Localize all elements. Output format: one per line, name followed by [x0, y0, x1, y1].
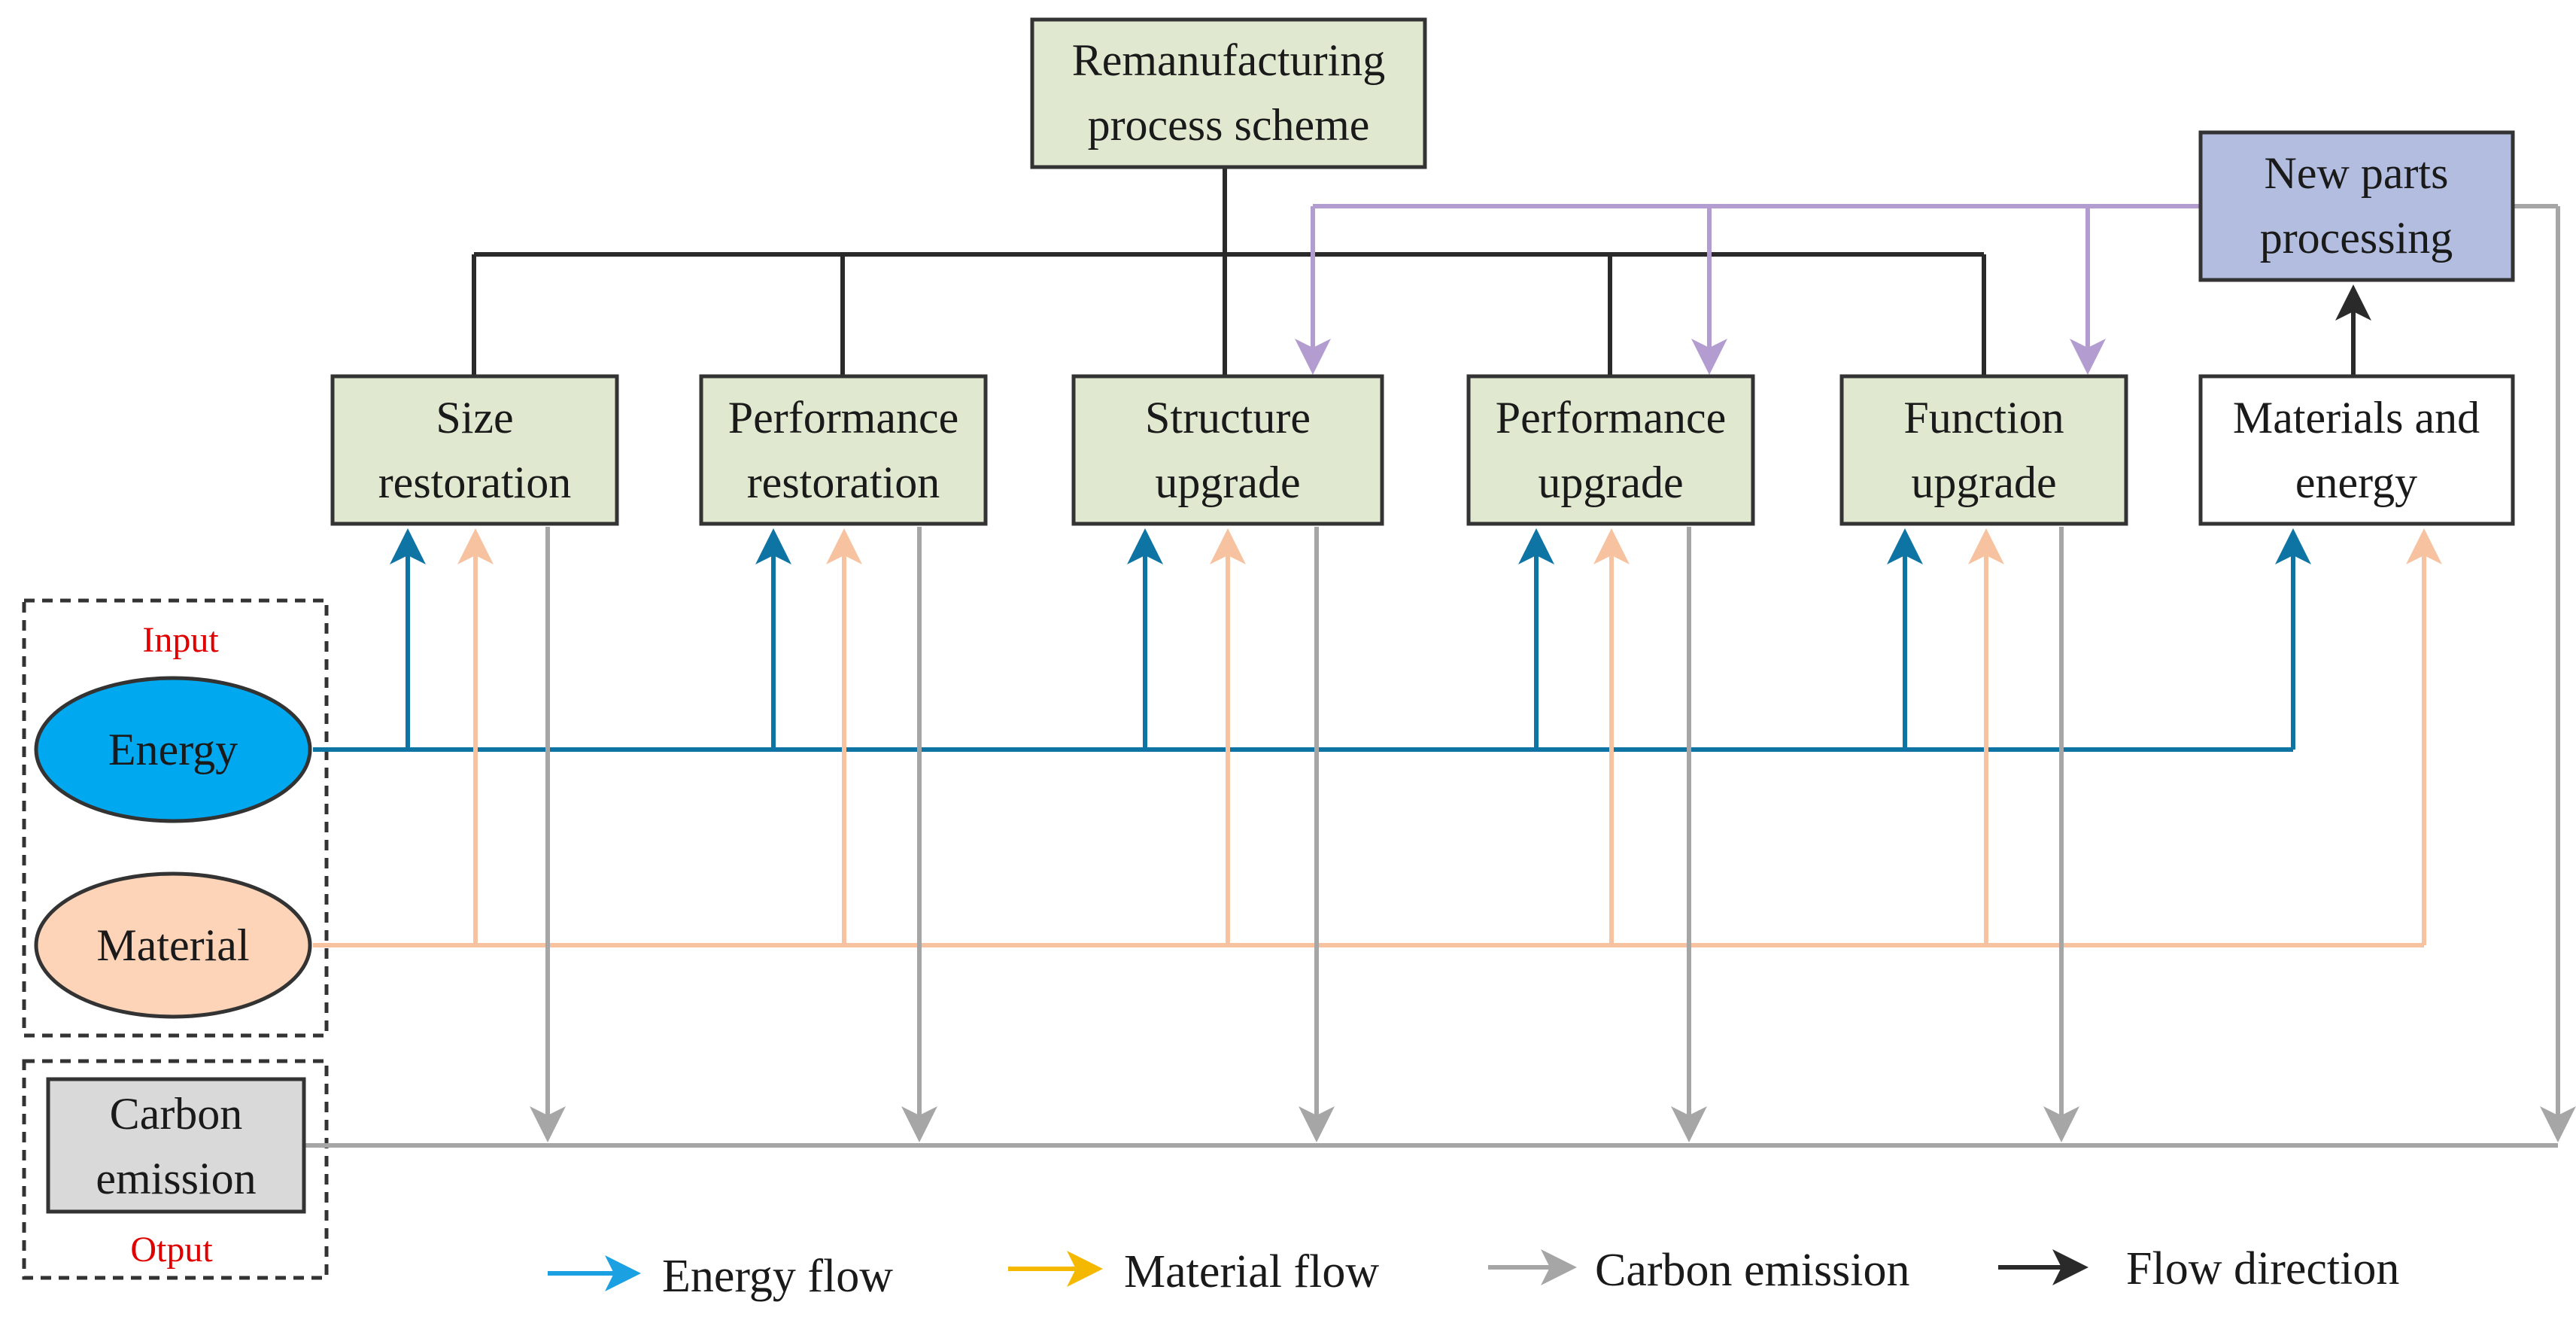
process-materials-and-energy: Materials and energy — [2198, 374, 2515, 526]
process-structure-upgrade: Structure upgrade — [1071, 374, 1384, 526]
new-parts-line-2: processing — [2260, 213, 2453, 263]
legend: Energy flow Material flow Carbon emissio… — [548, 1243, 2399, 1302]
scheme-line-1: Remanufacturing — [1072, 35, 1386, 85]
process-size-restoration: Size restoration — [330, 374, 619, 526]
legend-carbon-emission: Carbon emission — [1488, 1245, 1909, 1296]
carbon-line-1: Carbon — [110, 1089, 243, 1139]
input-group-box — [22, 598, 329, 1038]
legend-energy-flow: Energy flow — [548, 1251, 893, 1302]
process-function-upgrade: Function upgrade — [1839, 374, 2128, 526]
new-parts-lines — [1295, 204, 2201, 375]
input-label: Input — [142, 620, 219, 660]
legend-flow-direction: Flow direction — [1998, 1243, 2399, 1294]
process-label-1: Performance — [728, 393, 959, 443]
process-label-2: upgrade — [1155, 458, 1300, 507]
energy-label: Energy — [108, 725, 238, 774]
output-group-box — [22, 1059, 329, 1280]
remanufacturing-scheme-box: Remanufacturing process scheme — [1030, 17, 1427, 169]
new-parts-line-1: New parts — [2265, 148, 2449, 198]
legend-carbon-emission-label: Carbon emission — [1595, 1245, 1909, 1296]
carbon-line-2: emission — [96, 1154, 256, 1203]
process-label-1: Function — [1903, 393, 2064, 443]
process-performance-restoration: Performance restoration — [699, 374, 988, 526]
process-label-1: Size — [436, 393, 513, 443]
process-label-2: upgrade — [1538, 458, 1683, 507]
scheme-line-2: process scheme — [1088, 100, 1370, 150]
process-label-1: Structure — [1145, 393, 1311, 443]
legend-material-flow-label: Material flow — [1124, 1246, 1379, 1297]
process-label-2: upgrade — [1911, 458, 2056, 507]
process-performance-upgrade: Performance upgrade — [1466, 374, 1755, 526]
process-label-1: Materials and — [2233, 393, 2480, 443]
output-label: Otput — [130, 1230, 213, 1270]
process-label-2: energy — [2295, 458, 2417, 507]
energy-node: Energy — [34, 676, 312, 823]
material-node: Material — [34, 871, 312, 1019]
process-label-1: Performance — [1496, 393, 1727, 443]
carbon-emission-lines — [305, 204, 2576, 1148]
legend-energy-flow-label: Energy flow — [662, 1251, 893, 1302]
process-label-2: restoration — [378, 458, 572, 507]
scheme-tree-lines — [472, 167, 1986, 376]
energy-flow-lines — [313, 528, 2311, 752]
legend-material-flow: Material flow — [1008, 1246, 1379, 1297]
material-flow-lines — [313, 528, 2442, 947]
material-label: Material — [96, 920, 249, 970]
legend-flow-direction-label: Flow direction — [2126, 1243, 2399, 1294]
new-parts-processing-box: New parts processing — [2198, 130, 2515, 282]
process-label-2: restoration — [747, 458, 940, 507]
carbon-emission-node: Carbon emission — [46, 1077, 306, 1214]
